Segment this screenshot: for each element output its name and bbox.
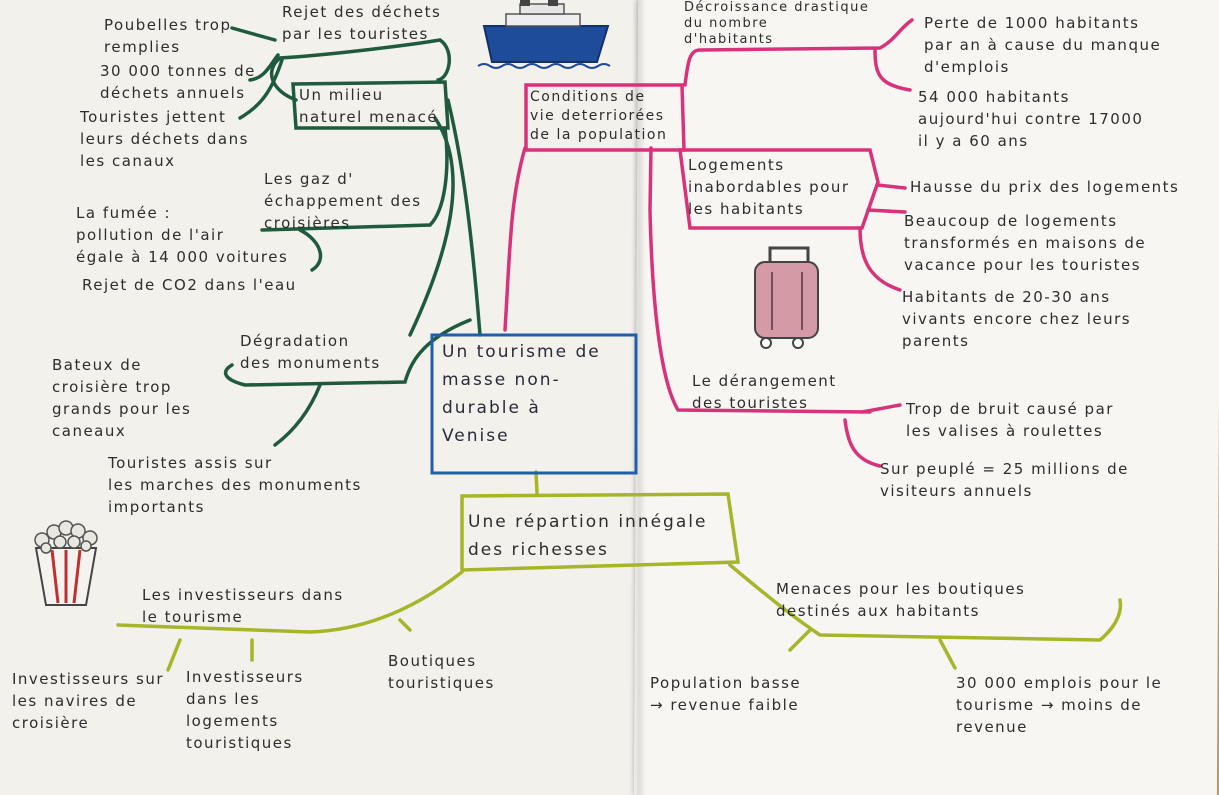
investors-detail-cruise: Investisseurs sur les navires de croisiè… <box>12 670 165 732</box>
left-page <box>0 0 648 795</box>
disturbance-detail-noise: Trop de bruit causé par les valises à ro… <box>906 400 1114 440</box>
gas-label: Les gaz d' échappement des croisières <box>264 170 422 232</box>
link-living-disturbance <box>648 146 872 414</box>
page-fold <box>632 0 646 795</box>
link-investors-detail-1 <box>166 638 182 672</box>
gas-detail-smoke: La fumée : pollution de l'air égale à 14… <box>76 204 289 266</box>
shops-detail-jobs: 30 000 emplois pour le tourisme → moins … <box>956 674 1163 736</box>
investors-detail-housing: Investisseurs dans les logements tourist… <box>186 668 304 752</box>
link-gas-detail <box>298 228 323 272</box>
housing-detail-holiday: Beaucoup de logements transformés en mai… <box>904 212 1147 274</box>
popcorn-icon <box>34 520 98 606</box>
monuments-detail-boats: Bateux de croisière trop grands pour les… <box>52 356 192 440</box>
housing-detail-young: Habitants de 20-30 ans vivants encore ch… <box>902 288 1132 350</box>
underline-waste <box>269 38 451 102</box>
environment-box <box>291 80 450 130</box>
suitcase-icon <box>754 246 819 349</box>
link-decrease-detail-2 <box>873 48 912 92</box>
link-housing-detail-3 <box>858 226 902 292</box>
waste-detail-tonnes: 30 000 tonnes de déchets annuels <box>100 62 256 102</box>
link-housing-detail-1 <box>876 183 907 190</box>
housing-label: Logements inabordables pour les habitant… <box>688 156 850 218</box>
link-waste-detail-1 <box>230 26 277 42</box>
link-disturbance-detail-2 <box>843 418 882 468</box>
investors-label: Les investisseurs dans le tourisme <box>142 586 344 626</box>
underline-monuments <box>223 318 472 387</box>
wealth-topic: Une répartion innégale des richesses <box>468 512 708 560</box>
waste-label: Rejet des déchets par les touristes <box>282 3 442 43</box>
link-investors-detail-3 <box>398 618 412 632</box>
investors-detail-shops: Boutiques touristiques <box>388 652 495 692</box>
link-living-decrease <box>683 18 914 87</box>
link-housing-detail-2 <box>866 208 907 214</box>
link-monuments-detail <box>273 383 322 447</box>
link-wealth-shops <box>728 563 1123 642</box>
shops-label: Menaces pour les boutiques destinés aux … <box>776 580 1026 620</box>
decrease-label: Décroissance drastique du nombre d'habit… <box>684 0 870 47</box>
monuments-label: Dégradation des monuments <box>240 332 381 372</box>
center-box <box>430 333 638 475</box>
link-center-living <box>503 146 527 332</box>
waste-detail-canals: Touristes jettent leurs déchets dans les… <box>80 108 249 170</box>
disturbance-label: Le dérangement des touristes <box>692 372 837 412</box>
waste-detail-bins: Poubelles trop remplies <box>104 16 232 56</box>
gas-detail-co2: Rejet de CO2 dans l'eau <box>82 276 297 294</box>
link-shops-detail-1 <box>788 628 812 652</box>
link-wealth-investors <box>116 570 464 634</box>
link-shops-detail-2 <box>938 638 957 670</box>
underline-gas <box>260 126 449 232</box>
link-waste-detail-2 <box>248 53 280 82</box>
decrease-detail-jobs: Perte de 1000 habitants par an à cause d… <box>924 14 1162 76</box>
housing-box <box>678 148 880 230</box>
housing-detail-prices: Hausse du prix des logements <box>910 178 1180 196</box>
disturbance-detail-crowd: Sur peuplé = 25 millions de visiteurs an… <box>880 460 1129 500</box>
link-center-wealth <box>534 470 539 495</box>
wealth-box <box>460 492 741 572</box>
living-topic: Conditions de vie deterriorées de la pop… <box>530 89 668 143</box>
link-center-environment <box>446 98 482 337</box>
monuments-detail-steps: Touristes assis sur les marches des monu… <box>108 454 362 516</box>
link-disturbance-detail-1 <box>860 403 902 414</box>
center-topic: Un tourisme de masse non- durable à Veni… <box>442 342 601 446</box>
link-waste-detail-3 <box>238 58 284 120</box>
shops-detail-income: Population basse → revenue faible <box>650 674 802 714</box>
environment-topic: Un milieu naturel menacé <box>299 86 439 126</box>
cruise-ship-icon <box>477 0 611 69</box>
decrease-detail-population: 54 000 habitants aujourd'hui contre 1700… <box>918 88 1144 150</box>
